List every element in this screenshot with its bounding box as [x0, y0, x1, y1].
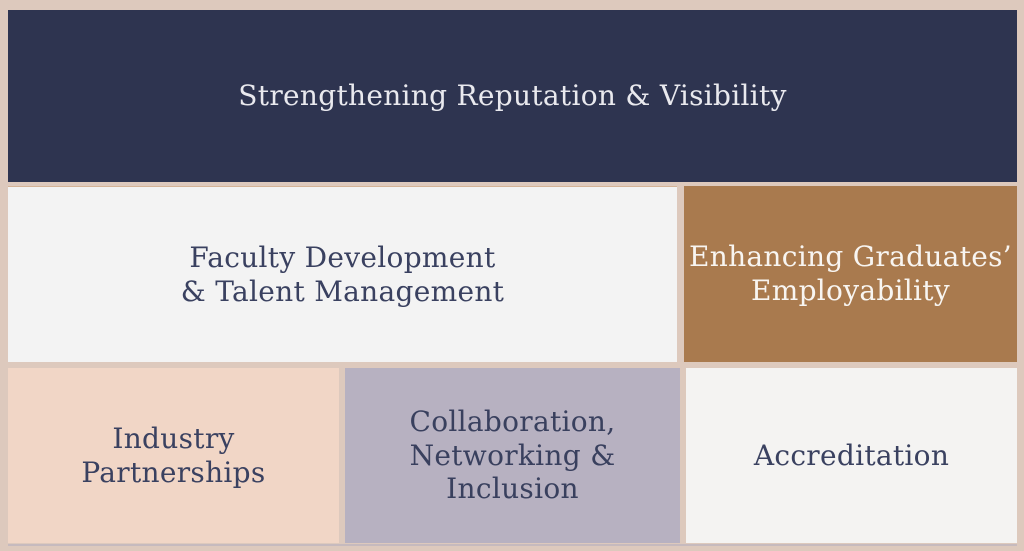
block-accreditation: Accreditation: [686, 368, 1017, 543]
block-industry-partnerships: Industry Partnerships: [8, 368, 339, 543]
block-label-line: Networking & Inclusion: [409, 438, 616, 506]
block-label: Strengthening Reputation & Visibility: [238, 79, 786, 113]
block-strengthening-reputation-visibility: Strengthening Reputation & Visibility: [8, 10, 1017, 182]
block-label-line: Employability: [750, 274, 950, 307]
block-faculty-development-talent-management: Faculty Development & Talent Management: [8, 186, 677, 362]
block-label: Faculty Development & Talent Management: [181, 241, 504, 308]
block-enhancing-graduates-employability: Enhancing Graduates’ Employability: [684, 186, 1017, 362]
block-label-line: Accreditation: [753, 438, 950, 472]
block-label: Accreditation: [754, 439, 949, 473]
block-collaboration-networking-inclusion: Collaboration, Networking & Inclusion: [345, 368, 680, 543]
block-label-line: Industry: [112, 421, 235, 455]
block-label-line: Partnerships: [81, 455, 266, 489]
block-label-line: & Talent Management: [180, 274, 505, 308]
block-label: Industry Partnerships: [81, 422, 265, 489]
block-label-line: Strengthening Reputation & Visibility: [238, 79, 787, 113]
block-label: Collaboration, Networking & Inclusion: [345, 405, 680, 506]
block-label-line: Collaboration,: [409, 405, 616, 439]
bottom-hairline: [8, 544, 1017, 546]
block-label-line: Enhancing Graduates’: [689, 240, 1012, 274]
block-label-line: Faculty Development: [189, 240, 496, 274]
block-label: Enhancing Graduates’ Employability: [689, 240, 1012, 307]
